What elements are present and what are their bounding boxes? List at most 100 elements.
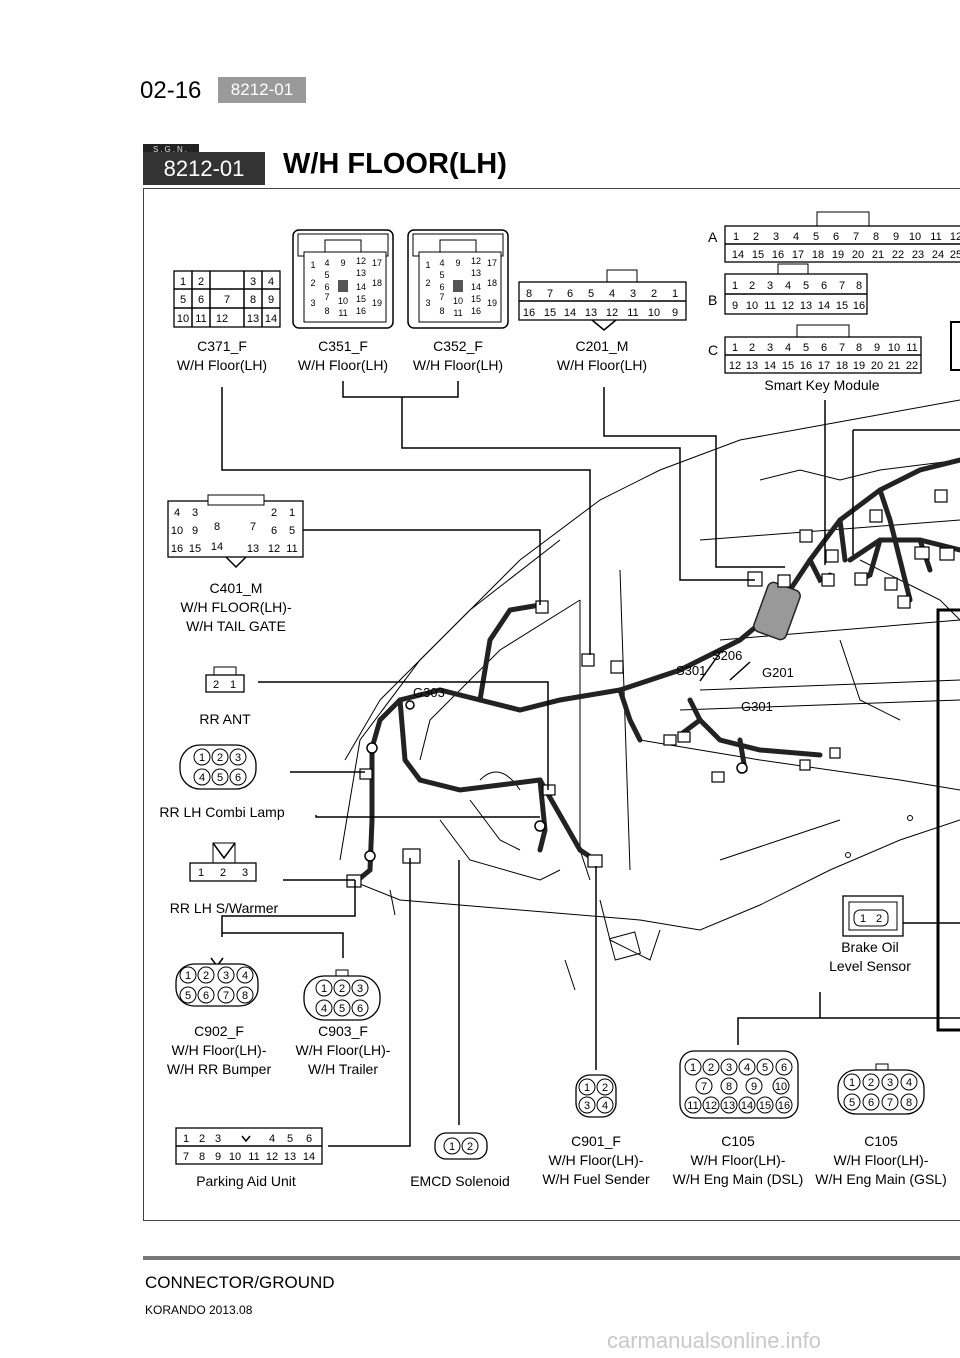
svg-text:8: 8 <box>856 342 862 354</box>
splice-label-s301: S301 <box>676 663 706 678</box>
svg-text:10: 10 <box>453 296 463 306</box>
c902-id: C902_F <box>194 1023 244 1039</box>
svg-text:16: 16 <box>800 360 812 372</box>
svg-text:15: 15 <box>836 300 848 312</box>
svg-text:24: 24 <box>932 249 944 261</box>
svg-text:15: 15 <box>356 294 366 304</box>
svg-text:17: 17 <box>818 360 830 372</box>
svg-text:2: 2 <box>749 342 755 354</box>
svg-text:11: 11 <box>453 308 462 318</box>
svg-text:2: 2 <box>467 1141 473 1153</box>
c902-desc2: W/H RR Bumper <box>167 1061 272 1077</box>
svg-text:17: 17 <box>487 258 497 268</box>
svg-text:8: 8 <box>726 1081 732 1093</box>
svg-text:2: 2 <box>749 280 755 292</box>
sgn-tag: S.G.N. <box>143 144 199 155</box>
svg-text:7: 7 <box>701 1081 707 1093</box>
svg-text:9: 9 <box>893 231 899 243</box>
svg-text:8: 8 <box>439 306 444 316</box>
svg-text:2: 2 <box>868 1077 874 1089</box>
svg-text:3: 3 <box>767 280 773 292</box>
svg-text:13: 13 <box>247 313 259 325</box>
svg-text:2: 2 <box>217 752 223 764</box>
svg-text:16: 16 <box>778 1100 790 1112</box>
c901-id: C901_F <box>571 1133 621 1149</box>
svg-text:5: 5 <box>339 1003 345 1015</box>
c105-dsl-desc1: W/H Floor(LH)- <box>691 1152 786 1168</box>
section-code-chip: 8212-01 <box>218 77 306 103</box>
svg-text:14: 14 <box>732 249 744 261</box>
svg-text:11: 11 <box>195 313 206 325</box>
svg-text:10: 10 <box>909 231 921 243</box>
svg-text:9: 9 <box>874 342 880 354</box>
svg-text:4: 4 <box>744 1062 750 1074</box>
smart-key-name: Smart Key Module <box>764 377 879 393</box>
c901-desc2: W/H Fuel Sender <box>542 1171 650 1187</box>
svg-text:14: 14 <box>818 300 830 312</box>
svg-text:15: 15 <box>544 307 556 319</box>
svg-text:4: 4 <box>602 1100 608 1112</box>
svg-text:3: 3 <box>192 507 198 519</box>
svg-text:11: 11 <box>286 543 297 555</box>
c351-id: C351_F <box>318 338 368 354</box>
svg-text:6: 6 <box>357 1003 363 1015</box>
svg-text:8: 8 <box>526 288 532 300</box>
svg-text:6: 6 <box>203 990 209 1002</box>
svg-text:5: 5 <box>849 1097 855 1109</box>
svg-text:7: 7 <box>853 231 859 243</box>
rr-warmer-name: RR LH S/Warmer <box>170 900 279 916</box>
svg-text:1: 1 <box>733 231 739 243</box>
svg-text:2: 2 <box>213 679 219 691</box>
svg-text:22: 22 <box>906 360 918 372</box>
svg-text:6: 6 <box>271 525 277 537</box>
c351-desc: W/H Floor(LH) <box>298 357 388 373</box>
svg-text:14: 14 <box>211 541 223 553</box>
brake-oil-name1: Brake Oil <box>841 939 899 955</box>
svg-text:11: 11 <box>627 307 638 319</box>
svg-text:5: 5 <box>217 772 223 784</box>
svg-text:8: 8 <box>199 1151 205 1163</box>
svg-text:2: 2 <box>203 970 209 982</box>
svg-text:13: 13 <box>585 307 597 319</box>
svg-text:8: 8 <box>250 294 256 306</box>
svg-text:3: 3 <box>310 298 315 308</box>
c401-id: C401_M <box>210 580 263 596</box>
svg-text:11: 11 <box>906 342 917 354</box>
svg-text:14: 14 <box>741 1100 753 1112</box>
svg-text:3: 3 <box>584 1100 590 1112</box>
svg-text:1: 1 <box>180 276 186 288</box>
c371-desc: W/H Floor(LH) <box>177 357 267 373</box>
svg-text:16: 16 <box>471 306 481 316</box>
svg-text:7: 7 <box>439 292 444 302</box>
svg-text:10: 10 <box>648 307 660 319</box>
svg-text:9: 9 <box>672 307 678 319</box>
svg-text:2: 2 <box>310 278 315 288</box>
svg-text:1: 1 <box>584 1082 590 1094</box>
svg-text:11: 11 <box>930 231 941 243</box>
svg-text:2: 2 <box>708 1062 714 1074</box>
c903-id: C903_F <box>318 1023 368 1039</box>
svg-text:17: 17 <box>792 249 804 261</box>
svg-text:7: 7 <box>839 280 845 292</box>
c352-id: C352_F <box>433 338 483 354</box>
svg-text:1: 1 <box>860 913 866 925</box>
svg-text:3: 3 <box>357 983 363 995</box>
svg-text:2: 2 <box>876 913 882 925</box>
svg-text:6: 6 <box>567 288 573 300</box>
c902-desc1: W/H Floor(LH)- <box>172 1042 267 1058</box>
svg-text:18: 18 <box>836 360 848 372</box>
c401-desc1: W/H FLOOR(LH)- <box>180 599 292 615</box>
svg-text:8: 8 <box>873 231 879 243</box>
svg-text:14: 14 <box>471 282 481 292</box>
svg-text:5: 5 <box>439 270 444 280</box>
svg-text:6: 6 <box>868 1097 874 1109</box>
svg-text:14: 14 <box>265 313 277 325</box>
section-title-code: 8212-01 <box>143 152 265 185</box>
svg-text:10: 10 <box>746 300 758 312</box>
